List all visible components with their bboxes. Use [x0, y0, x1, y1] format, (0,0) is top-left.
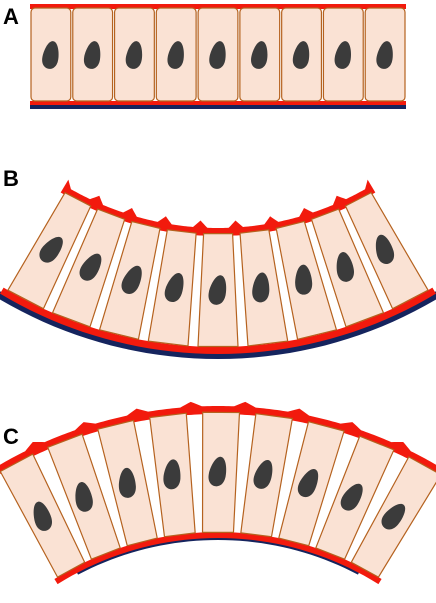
nucleus: [292, 41, 310, 69]
actin-band: [30, 101, 406, 105]
panel-b-concave-epithelium: [0, 179, 436, 359]
panel-label-c: C: [3, 424, 19, 449]
nucleus: [376, 41, 393, 69]
nucleus: [334, 41, 352, 69]
actin-band: [0, 287, 436, 354]
nucleus: [164, 273, 184, 302]
basement-membrane: [30, 102, 406, 109]
nucleus: [340, 483, 363, 511]
panel-label-b: B: [3, 166, 19, 191]
basement-membrane: [0, 291, 436, 359]
nucleus: [83, 41, 101, 69]
nucleus: [297, 469, 319, 498]
panel-c-convex-epithelium: [0, 401, 436, 585]
actin-band: [30, 4, 406, 9]
nucleus: [253, 460, 273, 489]
nucleus: [252, 272, 270, 303]
nucleus: [75, 482, 93, 512]
nucleus: [125, 41, 143, 69]
nucleus: [251, 41, 268, 69]
nucleus: [208, 456, 227, 487]
nucleus: [375, 234, 395, 265]
actin-band: [54, 532, 382, 585]
nucleus: [121, 265, 142, 294]
nucleus: [381, 503, 406, 530]
nucleus: [33, 501, 52, 531]
panel-a-flat-epithelium: [30, 4, 406, 109]
nucleus: [336, 252, 355, 282]
panel-label-a: A: [3, 4, 19, 29]
nucleus: [208, 275, 227, 305]
nucleus: [42, 41, 59, 69]
nucleus: [118, 467, 136, 498]
actin-band: [60, 179, 376, 236]
nucleus: [209, 41, 226, 69]
nucleus: [295, 264, 313, 295]
nucleus: [163, 459, 181, 490]
nucleus: [79, 253, 102, 281]
nucleus: [167, 41, 184, 69]
nucleus: [39, 236, 63, 263]
